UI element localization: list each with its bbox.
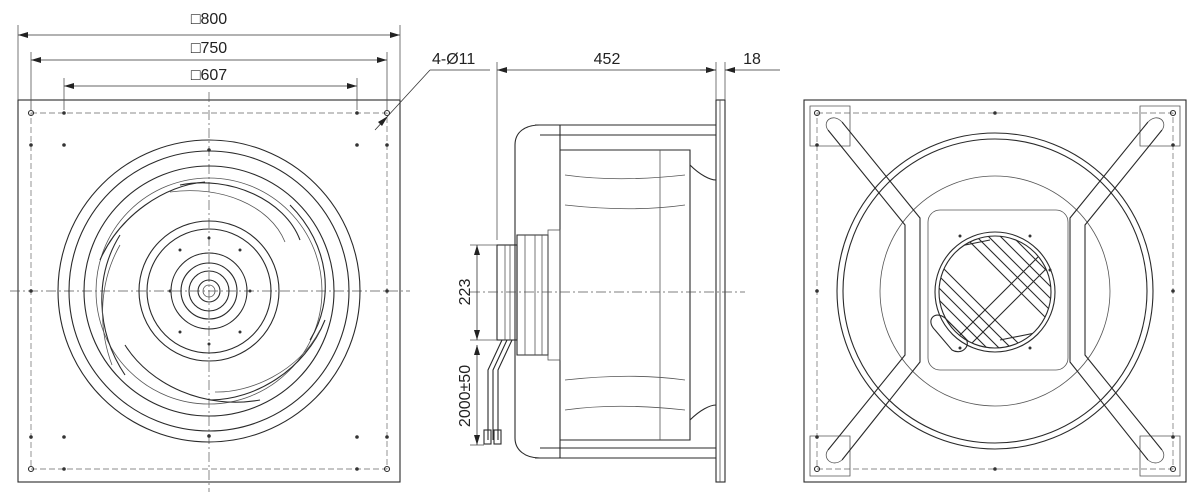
grille-bars <box>939 236 1051 348</box>
dimension-mount-holes: 4-Ø11 <box>432 51 475 68</box>
front-inlet-outer-ring <box>57 139 361 443</box>
side-view <box>470 99 745 483</box>
rear-view <box>803 99 1187 483</box>
impeller-blades <box>99 181 326 403</box>
dimension-motor: 223 <box>457 279 474 306</box>
motor-grille <box>934 231 1056 353</box>
dimension-depth: 452 <box>594 51 621 68</box>
support-arms <box>825 117 1165 464</box>
dimension-inner: □607 <box>191 67 227 84</box>
front-view <box>10 92 410 492</box>
dimension-cable: 2000±50 <box>457 365 474 427</box>
rear-mounting-plate <box>803 99 1187 483</box>
dimension-flange: 18 <box>743 51 761 68</box>
dimension-outer: □800 <box>191 11 227 28</box>
front-dimensions: □800 □750 □607 4-Ø11 <box>17 11 490 131</box>
side-flange <box>715 99 726 483</box>
dimension-hole-pitch: □750 <box>191 40 227 57</box>
side-dimensions: 452 18 223 2000±50 <box>457 51 780 446</box>
